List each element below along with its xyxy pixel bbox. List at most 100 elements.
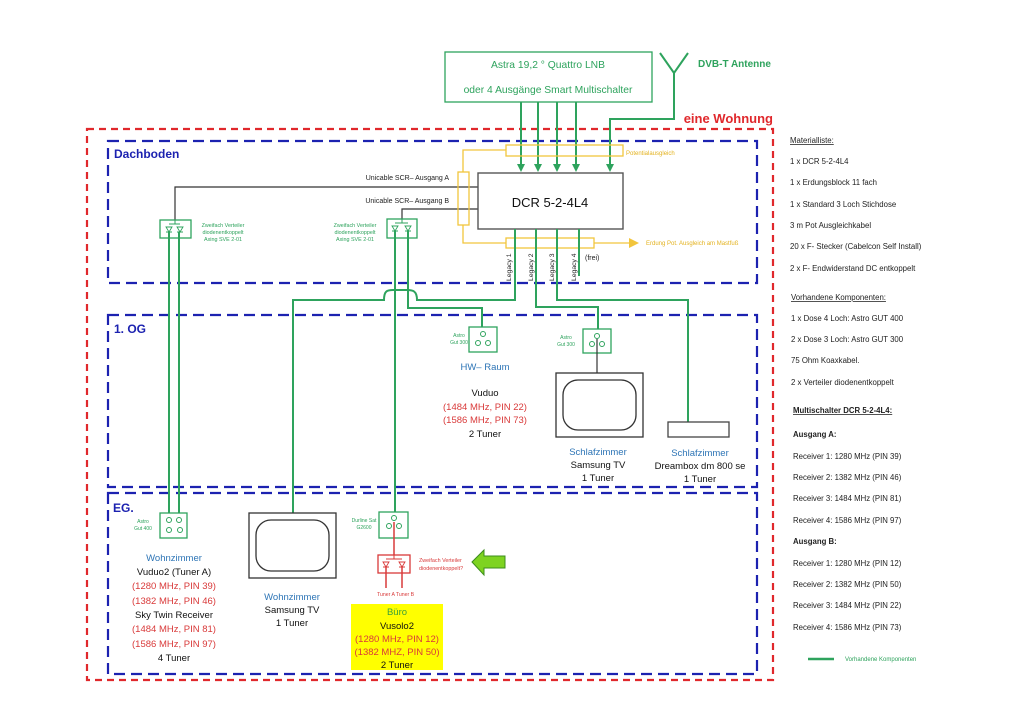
scr-b-label: Unicable SCR– Ausgang B <box>365 198 449 205</box>
socket-wohn-label-1: Astro <box>137 519 149 525</box>
section-label-og: 1. OG <box>114 322 146 336</box>
room-schlafzimmer-box: Schlafzimmer <box>671 448 729 459</box>
room-wohnzimmer-tv: Wohnzimmer <box>264 592 320 603</box>
ground-bar-bottom <box>505 237 595 249</box>
output-a-item: Receiver 2: 1382 MHz (PIN 46) <box>793 473 902 482</box>
material-item: 3 m Pot Ausgleichkabel <box>790 221 871 230</box>
freq-hw-2: (1586 MHz, PIN 73) <box>443 415 527 426</box>
existing-title: Vorhandene Komponenten: <box>791 293 886 302</box>
freq-wohn-4: (1586 MHz, PIN 97) <box>132 639 216 650</box>
switch-title: Multischalter DCR 5-2-4L4: <box>793 406 892 415</box>
section-og <box>106 313 759 489</box>
legend-label: Vorhandene Komponenten <box>845 657 916 663</box>
lnb-box: Astra 19,2 ° Quattro LNB oder 4 Ausgänge… <box>444 51 653 103</box>
side-panel: Materialliste: 1 x DCR 5-2-4L4 1 x Erdun… <box>790 136 922 663</box>
existing-item: 75 Ohm Koaxkabel. <box>791 356 859 365</box>
output-b-item: Receiver 2: 1382 MHz (PIN 50) <box>793 580 902 589</box>
splitter-a <box>159 219 192 239</box>
material-item: 1 x Erdungsblock 11 fach <box>790 178 877 187</box>
socket-hw-raum <box>468 326 498 353</box>
material-item: 20 x F- Stecker (Cabelcon Self Install) <box>790 242 922 251</box>
output-b-item: Receiver 4: 1586 MHz (PIN 73) <box>793 623 902 632</box>
device-vuduo: Vuduo <box>471 388 498 399</box>
output-a-item: Receiver 4: 1586 MHz (PIN 97) <box>793 516 902 525</box>
device-sky-twin: Sky Twin Receiver <box>135 610 213 621</box>
splitter-b-label-1: Zweifach Verteiler <box>334 223 377 229</box>
lnb-title: Astra 19,2 ° Quattro LNB <box>491 60 605 71</box>
materials-title: Materialliste: <box>790 136 834 145</box>
ground-bar-side <box>457 171 470 226</box>
tuner-b-label: Tuner B <box>396 592 415 598</box>
room-schlafzimmer-tv: Schlafzimmer <box>569 447 627 458</box>
buero-highlight <box>351 604 443 670</box>
scr-a-cable <box>174 186 478 220</box>
legacy-1-label: Legacy 1 <box>506 253 513 281</box>
socket-hw-label-2: Gut 300 <box>450 340 468 346</box>
splitter-b <box>386 218 418 239</box>
multiswitch-label: DCR 5-2-4L4 <box>512 195 589 210</box>
multiswitch-box <box>477 172 624 230</box>
tv-icon <box>555 372 644 438</box>
tuners-dreambox: 1 Tuner <box>684 474 716 485</box>
output-a-title: Ausgang A: <box>793 430 836 439</box>
splitter-note-1: Zweifach Verteiler <box>419 558 462 564</box>
material-item: 2 x F- Endwiderstand DC entkoppelt <box>790 264 916 273</box>
existing-item: 1 x Dose 4 Loch: Astro GUT 400 <box>791 314 904 323</box>
existing-item: 2 x Verteiler diodenentkoppelt <box>791 378 895 387</box>
tuners-wohn: 4 Tuner <box>158 653 190 664</box>
output-b-title: Ausgang B: <box>793 537 837 546</box>
legacy-2-label: Legacy 2 <box>528 253 535 281</box>
room-wohnzimmer: Wohnzimmer <box>146 553 202 564</box>
potential-equalization <box>457 144 639 249</box>
device-dreambox: Dreambox dm 800 se <box>655 461 746 472</box>
grounding-label: Erdung Pot. Ausgleich am Mastfuß <box>646 241 739 247</box>
material-item: 1 x Standard 3 Loch Stichdose <box>790 200 896 209</box>
section-label-eg: EG. <box>113 501 134 515</box>
splitter-a-label-2: diodenentkoppelt <box>202 230 244 236</box>
potential-label: Potentialausgleich <box>626 151 675 157</box>
device-vuduo2: Vuduo2 (Tuner A) <box>137 567 211 578</box>
legacy-3-label: Legacy 3 <box>549 253 556 281</box>
splitter-proposed <box>377 554 411 574</box>
section-dachboden <box>106 139 759 285</box>
receiver-box-icon <box>667 421 730 438</box>
legacy-4-note: (frei) <box>585 255 599 262</box>
tuners-hw: 2 Tuner <box>469 429 501 440</box>
arrow-left-icon <box>471 548 506 577</box>
socket-hw-label-1: Astro <box>453 333 465 339</box>
splitter-b-label-2: diodenentkoppelt <box>334 230 376 236</box>
splitter-b-label-3: Axing SVE 2-01 <box>336 237 374 243</box>
freq-hw-1: (1484 MHz, PIN 22) <box>443 402 527 413</box>
legacy-3-cable <box>556 229 689 422</box>
antenna-label: DVB-T Antenne <box>698 59 771 70</box>
freq-wohn-1: (1280 MHz, PIN 39) <box>132 581 216 592</box>
material-item: 1 x DCR 5-2-4L4 <box>790 157 849 166</box>
room-hw-raum: HW– Raum <box>460 362 509 373</box>
lnb-subtitle: oder 4 Ausgänge Smart Multischalter <box>464 85 633 96</box>
device-vusolo2: Vusolo2 <box>380 621 414 632</box>
freq-wohn-2: (1382 MHz, PIN 46) <box>132 596 216 607</box>
freq-wohn-3: (1484 MHz, PIN 81) <box>132 624 216 635</box>
antenna-icon <box>606 52 689 172</box>
freq-buero-1: (1280 MHz, PIN 12) <box>355 634 439 645</box>
tv-icon <box>248 512 337 579</box>
splitter-a-label-3: Axing SVE 2-01 <box>204 237 242 243</box>
tuners-wohn-tv: 1 Tuner <box>276 618 308 629</box>
scr-b-cable <box>401 208 478 219</box>
socket-wohn-label-2: Gut 400 <box>134 526 152 532</box>
splitter-note-2: diodenentkoppelt? <box>419 566 463 572</box>
tuners-schlaf-tv: 1 Tuner <box>582 473 614 484</box>
tuner-a-label: Tuner A <box>377 592 396 598</box>
legacy-1-cable <box>292 229 516 513</box>
output-b-item: Receiver 1: 1280 MHz (PIN 12) <box>793 559 902 568</box>
socket-schlaf-label-1: Astro <box>560 335 572 341</box>
socket-wohnzimmer <box>159 512 188 539</box>
splitter-b-cable-2 <box>407 231 483 327</box>
room-buero: Büro <box>387 607 407 618</box>
section-eg <box>106 491 759 676</box>
tuners-buero: 2 Tuner <box>381 660 413 671</box>
output-b-item: Receiver 3: 1484 MHz (PIN 22) <box>793 601 902 610</box>
socket-schlaf-label-2: Gut 300 <box>557 342 575 348</box>
output-a-item: Receiver 1: 1280 MHz (PIN 39) <box>793 452 902 461</box>
